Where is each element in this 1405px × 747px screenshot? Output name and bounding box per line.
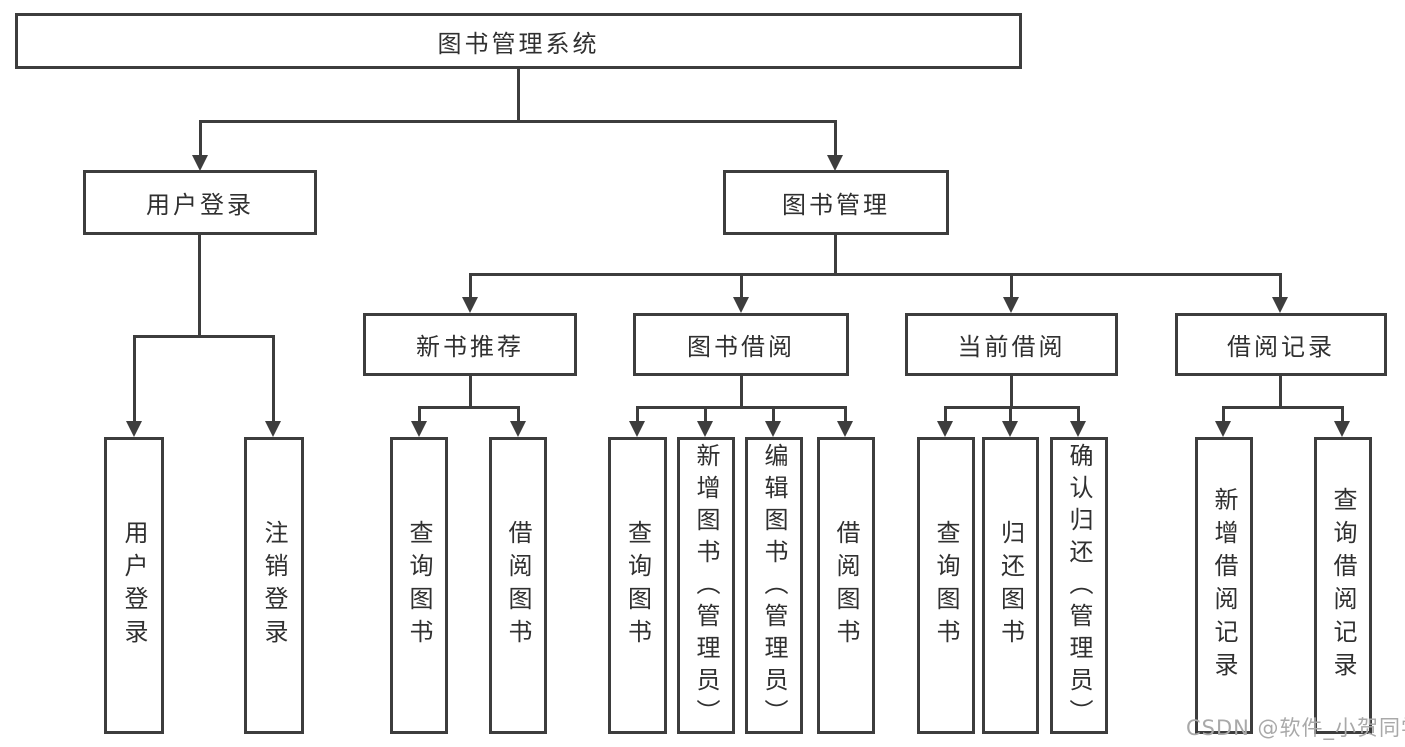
node-leaf-query-book-3-label: 查询图书 (932, 519, 960, 652)
connector-drop-leaf-user-login (133, 335, 136, 421)
connector-login-rail (133, 335, 275, 338)
node-book-mgmt: 图书管理 (723, 170, 949, 235)
connector-records-rail (1222, 406, 1343, 409)
connector-bookmgmt-rail (469, 273, 1282, 276)
node-leaf-borrow-book-1: 借阅图书 (489, 437, 547, 734)
arrowhead-query1 (411, 421, 427, 437)
connector-drop-confirm-return (1077, 406, 1080, 421)
node-leaf-add-book-label: 新增图书（管理员） (692, 443, 720, 731)
arrowhead-add-record (1215, 421, 1231, 437)
connector-drop-query-record (1341, 406, 1344, 421)
arrowhead-query3 (937, 421, 953, 437)
node-leaf-borrow-book-2-label: 借阅图书 (832, 519, 860, 652)
arrowhead-user-login (192, 155, 208, 171)
connector-drop-add-book (704, 406, 707, 421)
node-leaf-borrow-book-1-label: 借阅图书 (504, 519, 532, 652)
connector-root-stem (517, 69, 520, 120)
connector-borrow-stem (740, 376, 743, 406)
connector-root-rail (199, 120, 837, 123)
connector-newbook-stem (469, 376, 472, 406)
node-leaf-query-book-1: 查询图书 (390, 437, 448, 734)
node-borrow-records-label: 借阅记录 (1227, 333, 1335, 361)
node-user-login: 用户登录 (83, 170, 317, 235)
arrowhead-book-borrow (733, 297, 749, 313)
node-leaf-add-record-label: 新增借阅记录 (1210, 486, 1238, 685)
arrowhead-current-borrow (1003, 297, 1019, 313)
connector-drop-book-borrow (740, 273, 743, 298)
node-user-login-label: 用户登录 (146, 191, 254, 219)
connector-login-stem (198, 235, 201, 335)
arrowhead-query-record (1334, 421, 1350, 437)
node-book-borrow-label: 图书借阅 (687, 333, 795, 361)
node-current-borrow: 当前借阅 (905, 313, 1118, 376)
arrowhead-leaf-user-login (126, 421, 142, 437)
node-borrow-records: 借阅记录 (1175, 313, 1387, 376)
csdn-watermark: CSDN @软件_小贺同学 (1186, 716, 1405, 740)
connector-borrow-rail (636, 406, 846, 409)
arrowhead-borrow-records (1272, 297, 1288, 313)
node-leaf-query-record: 查询借阅记录 (1314, 437, 1372, 734)
connector-drop-query2 (636, 406, 639, 421)
node-leaf-add-book: 新增图书（管理员） (677, 437, 735, 734)
connector-drop-leaf-logout (272, 335, 275, 421)
node-leaf-user-login: 用户登录 (104, 437, 164, 734)
node-leaf-query-book-1-label: 查询图书 (405, 519, 433, 652)
connector-records-stem (1279, 376, 1282, 406)
connector-drop-borrow-records (1279, 273, 1282, 298)
node-leaf-confirm-return: 确认归还（管理员） (1050, 437, 1108, 734)
connector-drop-user-login (199, 120, 202, 156)
arrowhead-borrow1 (510, 421, 526, 437)
node-leaf-query-book-3: 查询图书 (917, 437, 975, 734)
connector-drop-return-book (1009, 406, 1012, 421)
node-leaf-query-record-label: 查询借阅记录 (1329, 486, 1357, 685)
node-leaf-query-book-2-label: 查询图书 (623, 519, 652, 652)
node-leaf-edit-book-label: 编辑图书（管理员） (760, 443, 788, 731)
connector-drop-query3 (944, 406, 947, 421)
connector-bookmgmt-stem (834, 235, 837, 273)
node-leaf-confirm-return-label: 确认归还（管理员） (1065, 443, 1093, 731)
node-book-mgmt-label: 图书管理 (782, 191, 890, 219)
node-book-borrow: 图书借阅 (633, 313, 849, 376)
connector-drop-current-borrow (1010, 273, 1013, 298)
node-leaf-borrow-book-2: 借阅图书 (817, 437, 875, 734)
node-new-book-rec-label: 新书推荐 (416, 333, 524, 361)
connector-drop-borrow2 (844, 406, 847, 421)
node-new-book-rec: 新书推荐 (363, 313, 577, 376)
arrowhead-borrow2 (837, 421, 853, 437)
arrowhead-new-book (462, 297, 478, 313)
node-leaf-add-record: 新增借阅记录 (1195, 437, 1253, 734)
node-leaf-edit-book: 编辑图书（管理员） (745, 437, 803, 734)
connector-drop-query1 (418, 406, 421, 421)
node-leaf-query-book-2: 查询图书 (608, 437, 667, 734)
arrowhead-leaf-logout (265, 421, 281, 437)
connector-drop-add-record (1222, 406, 1225, 421)
arrowhead-book-mgmt (827, 155, 843, 171)
arrowhead-return-book (1002, 421, 1018, 437)
connector-drop-borrow1 (517, 406, 520, 421)
node-root: 图书管理系统 (15, 13, 1022, 69)
node-leaf-return-book: 归还图书 (982, 437, 1039, 734)
node-leaf-user-login-label: 用户登录 (120, 519, 148, 652)
node-leaf-logout: 注销登录 (244, 437, 304, 734)
connector-newbook-rail (418, 406, 520, 409)
arrowhead-confirm-return (1070, 421, 1086, 437)
connector-drop-new-book (469, 273, 472, 298)
node-leaf-return-book-label: 归还图书 (996, 519, 1025, 652)
connector-current-stem (1010, 376, 1013, 406)
arrowhead-add-book (697, 421, 713, 437)
node-root-label: 图书管理系统 (437, 29, 600, 58)
node-leaf-logout-label: 注销登录 (260, 519, 288, 652)
node-current-borrow-label: 当前借阅 (957, 333, 1066, 361)
arrowhead-query2 (629, 421, 645, 437)
connector-drop-book-mgmt (834, 120, 837, 156)
arrowhead-edit-book (765, 421, 781, 437)
connector-drop-edit-book (772, 406, 775, 421)
